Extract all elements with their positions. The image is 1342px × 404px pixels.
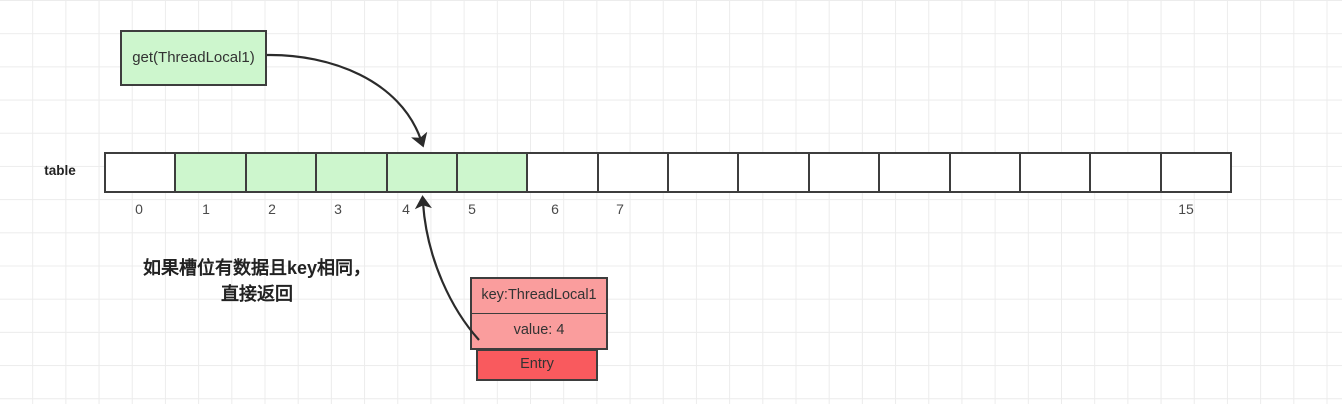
table-cell-12[interactable] [950,154,1021,191]
entry-value-box[interactable]: value: 4 [470,313,608,350]
table-index-15: 15 [1178,201,1194,217]
get-threadlocal-call-box[interactable]: get(ThreadLocal1) [120,30,267,86]
entry-type-label: Entry [520,356,554,373]
table-cell-14[interactable] [1091,154,1162,191]
table-cell-7[interactable] [598,154,669,191]
table-index-7: 7 [616,201,624,217]
entry-key-label: key:ThreadLocal1 [481,287,597,304]
table-cell-1[interactable] [176,154,247,191]
call-to-slot-arrow [266,53,428,148]
table-cell-9[interactable] [739,154,810,191]
table-cell-3[interactable] [317,154,388,191]
entry-key-box[interactable]: key:ThreadLocal1 [470,277,608,314]
table-cell-4[interactable] [387,154,458,191]
table-cell-15[interactable] [1161,154,1230,191]
note-line-1: 如果槽位有数据且key相同， [142,258,372,278]
call-box-label: get(ThreadLocal1) [132,49,255,66]
table-cell-11[interactable] [880,154,951,191]
table-index-4: 4 [402,201,410,217]
entry-value-label: value: 4 [513,322,565,339]
table-row [104,152,1232,193]
table-index-2: 2 [268,201,276,217]
table-row-label: table [44,163,76,178]
note-line-2: 直接返回 [221,284,293,305]
table-index-0: 0 [135,201,143,217]
table-index-3: 3 [334,201,342,217]
table-cell-10[interactable] [809,154,881,191]
table-index-5: 5 [468,201,476,217]
entry-type-box[interactable]: Entry [476,349,598,381]
table-cell-2[interactable] [246,154,318,191]
table-cell-6[interactable] [528,154,599,191]
table-cell-5[interactable] [457,154,529,191]
note-text: 如果槽位有数据且key相同， 直接返回 [112,255,402,307]
table-cell-0[interactable] [106,154,177,191]
table-index-6: 6 [551,201,559,217]
table-cell-13[interactable] [1020,154,1092,191]
table-cell-8[interactable] [669,154,740,191]
table-index-1: 1 [202,201,210,217]
